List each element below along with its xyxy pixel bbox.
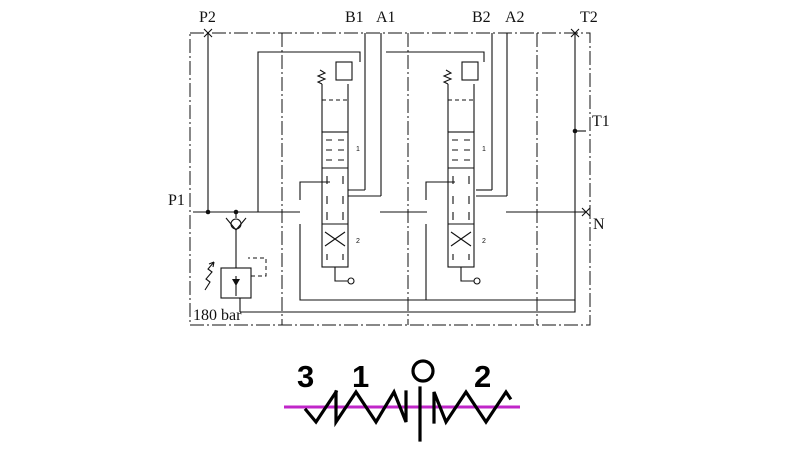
detent-label-right: 2 [474, 359, 491, 394]
detent-label-left: 3 [297, 359, 314, 394]
work-port-lines [348, 33, 508, 197]
port-label-n: N [593, 216, 605, 233]
port-label-b1: B1 [345, 9, 364, 26]
port-label-p2: P2 [199, 9, 216, 26]
spool-2-mark-top: 1 [482, 146, 486, 153]
detent-symbol [284, 359, 520, 442]
port-label-t1: T1 [592, 113, 610, 130]
spool-1-mark-top: 1 [356, 146, 360, 153]
detent-ball-icon [411, 359, 435, 383]
port-label-t2: T2 [580, 9, 598, 26]
pressure-lines [193, 33, 586, 313]
relief-valve-symbol [204, 257, 267, 312]
port-label-a2: A2 [505, 9, 525, 26]
port-label-a1: A1 [376, 9, 396, 26]
detent-label-middle: 1 [352, 359, 369, 394]
port-label-b2: B2 [472, 9, 491, 26]
port-plug-markers [203, 28, 591, 217]
spool-valve-1 [316, 61, 355, 285]
spool-valve-2 [442, 61, 481, 285]
valve-body-outline [189, 32, 591, 326]
spool-2-mark-bottom: 2 [482, 238, 486, 245]
relief-setting-label: 180 bar [193, 307, 242, 324]
check-valve-symbol [225, 212, 247, 258]
spool-1-mark-bottom: 2 [356, 238, 360, 245]
port-label-p1: P1 [168, 192, 185, 209]
